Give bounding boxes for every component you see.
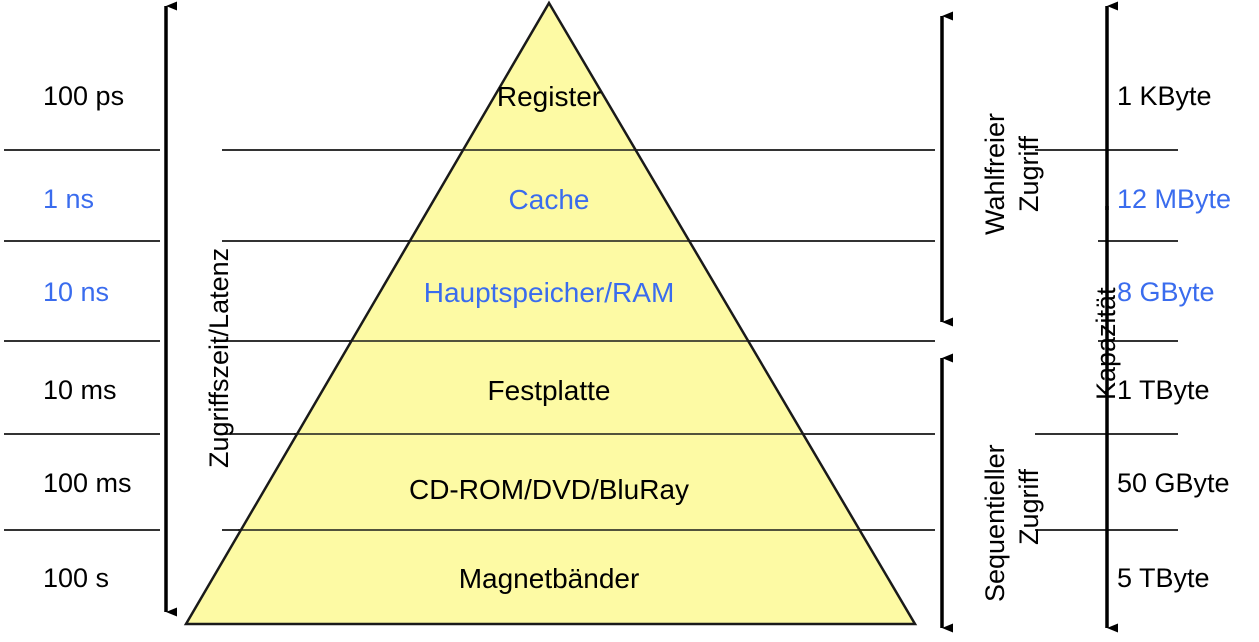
capacity-value-optical: 50 GByte: [1117, 468, 1230, 498]
latency-value-disk: 10 ms: [43, 375, 117, 405]
latency-value-register: 100 ps: [43, 81, 125, 111]
pyramid-tier-separators: [238, 149, 861, 531]
random-access-label-line2: Zugriff: [1014, 135, 1044, 212]
tier-label-ram: Hauptspeicher/RAM: [423, 277, 675, 308]
capacity-value-tape: 5 TByte: [1117, 563, 1210, 593]
capacity-axis-label: Kapazität: [1091, 287, 1121, 400]
tier-label-cache: Cache: [508, 184, 590, 215]
capacity-value-disk: 1 TByte: [1117, 375, 1210, 405]
latency-value-cache: 1 ns: [43, 184, 95, 214]
tier-label-tape: Magnetbänder: [458, 563, 640, 594]
pyramid-shape: [183, 0, 918, 626]
latency-value-ram: 10 ns: [43, 277, 110, 307]
capacity-value-cache: 12 MByte: [1117, 184, 1232, 214]
latency-value-optical: 100 ms: [43, 468, 132, 498]
random-access-label-line1: Wahlfreier: [980, 112, 1010, 235]
capacity-value-ram: 8 GByte: [1117, 277, 1215, 307]
tier-label-optical: CD-ROM/DVD/BluRay: [408, 474, 690, 505]
tier-label-register: Register: [496, 81, 602, 112]
tier-label-disk: Festplatte: [487, 375, 611, 406]
sequential-access-label-line2: Zugriff: [1014, 468, 1044, 545]
capacity-value-register: 1 KByte: [1117, 81, 1212, 111]
sequential-access-label-line1: Sequentieller: [980, 444, 1010, 602]
latency-value-tape: 100 s: [43, 563, 110, 593]
latency-axis-label: Zugriffszeit/Latenz: [204, 247, 234, 468]
